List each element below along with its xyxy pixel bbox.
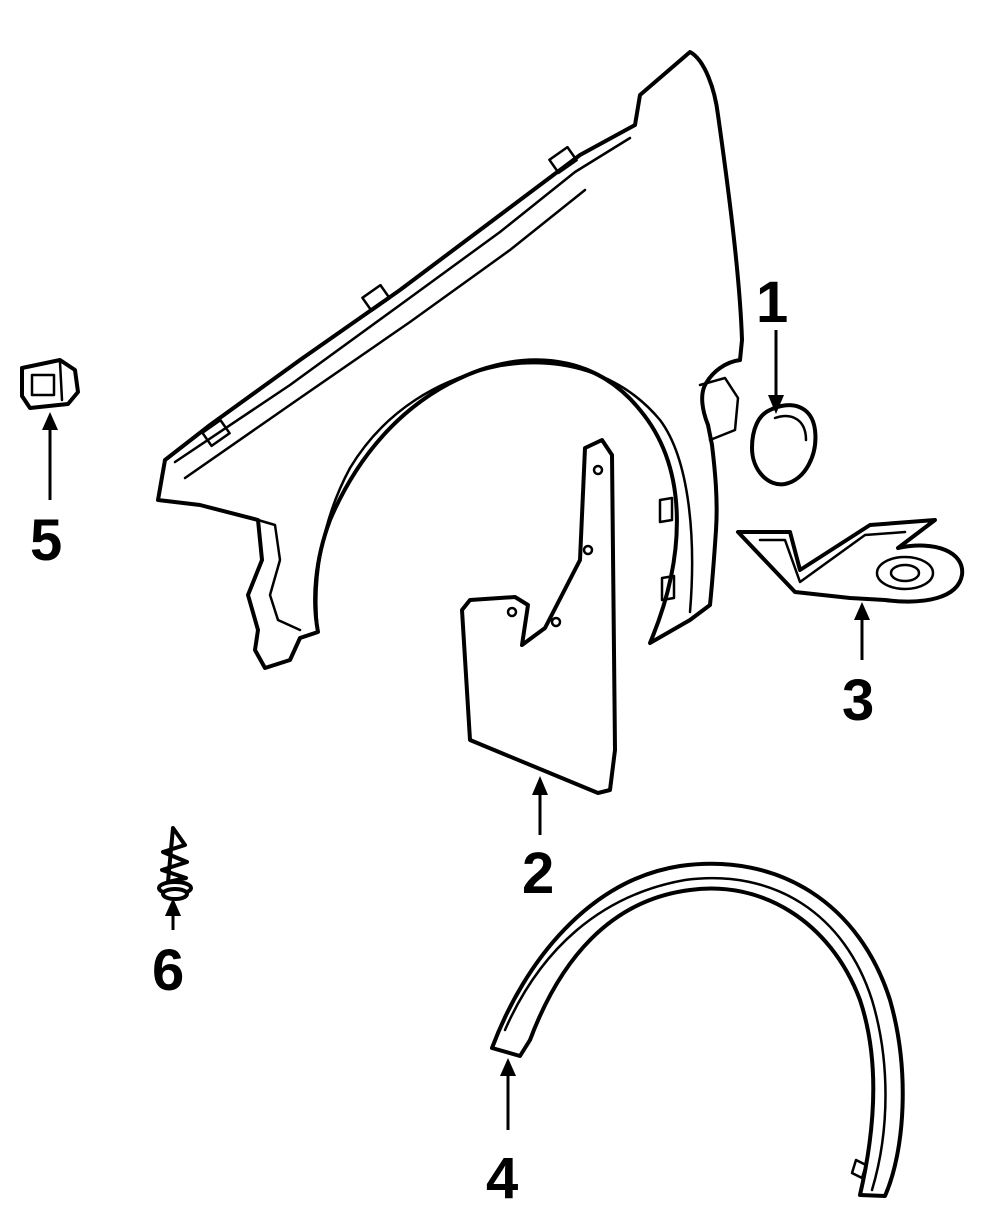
callout-5: 5 [30, 508, 62, 573]
fender [156, 50, 744, 670]
v6-emblem [736, 518, 965, 604]
screw [157, 826, 193, 901]
mud-flap [460, 438, 617, 795]
leader-lines [42, 330, 870, 1130]
callout-4: 4 [486, 1146, 518, 1211]
fender-clip [20, 358, 80, 410]
wheel-molding [490, 861, 905, 1198]
callout-6: 6 [152, 938, 184, 1003]
callout-3: 3 [842, 668, 874, 733]
callout-1: 1 [756, 270, 788, 335]
callout-2: 2 [522, 841, 554, 906]
side-marker-lamp [750, 403, 818, 487]
